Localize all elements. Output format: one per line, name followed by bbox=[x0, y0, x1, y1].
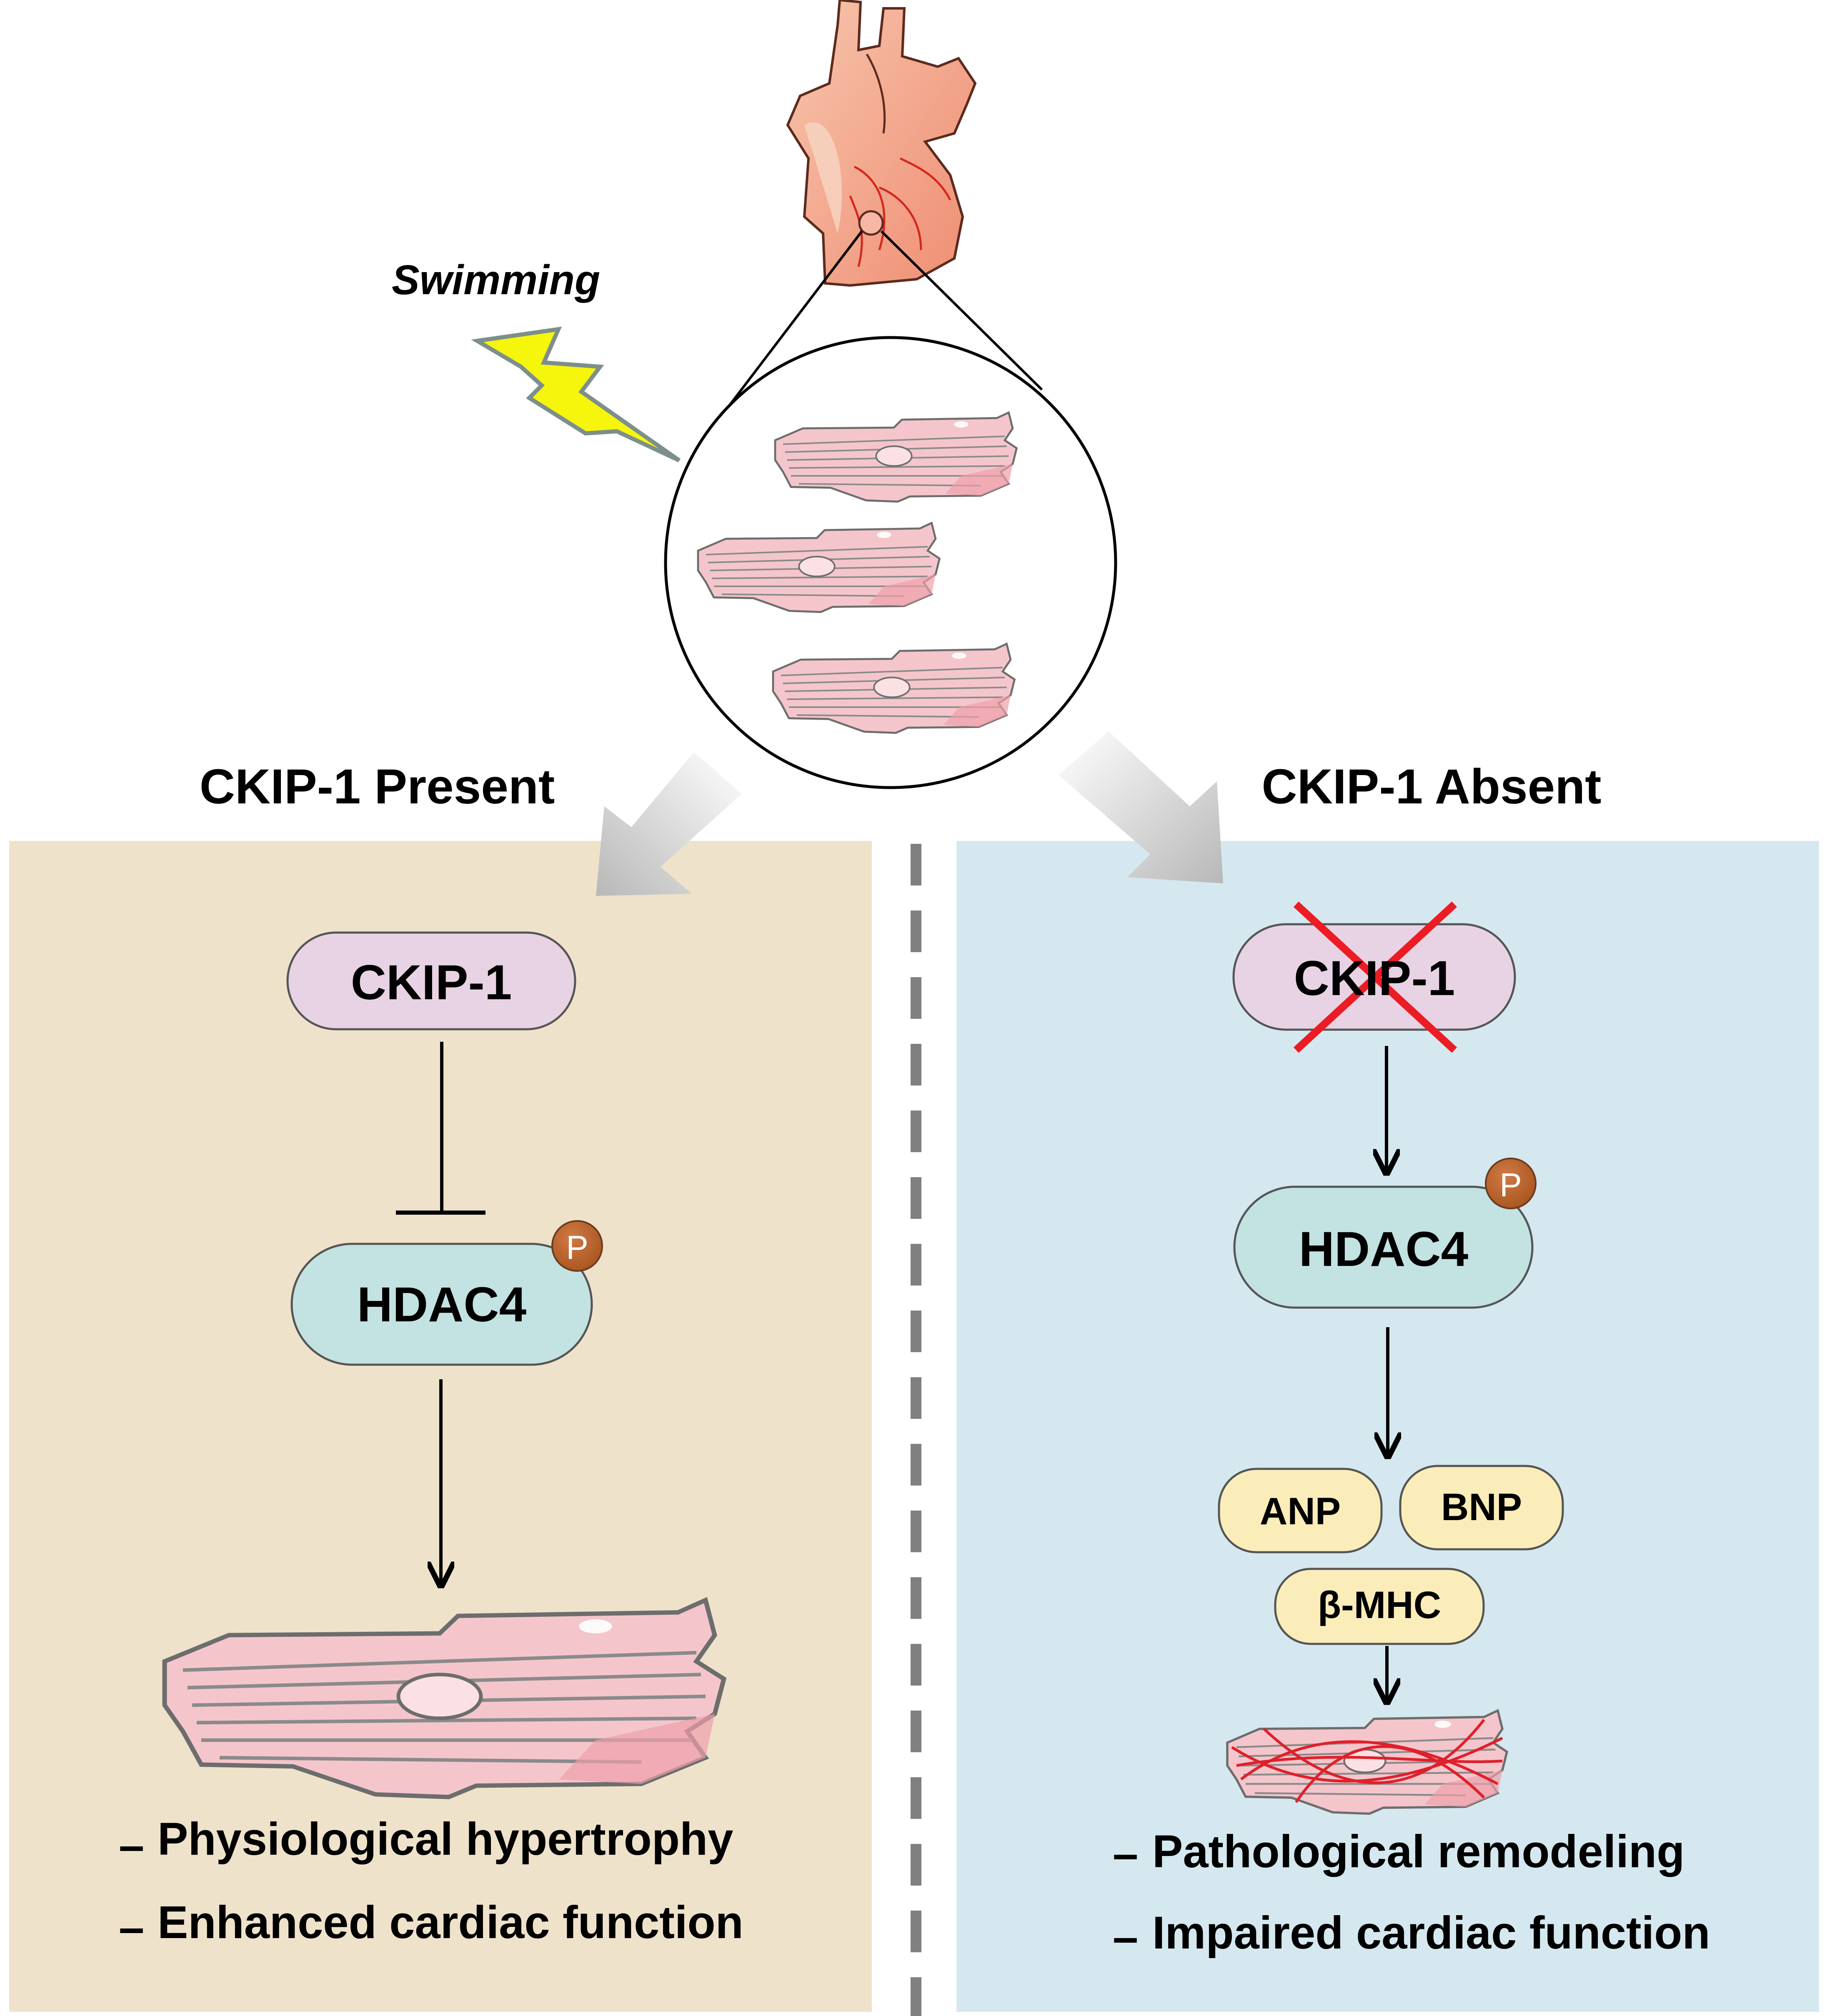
ckip1-box bbox=[286, 931, 576, 1031]
outcome-dash: – bbox=[1113, 1828, 1139, 1879]
outcome-right-1: Pathological remodeling bbox=[1152, 1826, 1685, 1877]
outcome-dash: – bbox=[119, 1820, 145, 1871]
arrow-icon bbox=[596, 752, 742, 896]
cardiomyocyte-icon bbox=[1227, 1711, 1507, 1814]
bnp-label: BNP bbox=[1441, 1486, 1522, 1528]
hdac4-label: HDAC4 bbox=[357, 1277, 527, 1332]
cross-icon bbox=[1293, 901, 1457, 1053]
stimulus-label: Swimming bbox=[392, 257, 601, 303]
hdac4-box bbox=[1233, 1186, 1534, 1309]
anp-box bbox=[1218, 1468, 1383, 1553]
heart-icon bbox=[786, 0, 977, 287]
phospho-badge bbox=[551, 1220, 603, 1272]
outcome-dash: – bbox=[119, 1902, 145, 1953]
lightning-bolt-icon bbox=[471, 326, 681, 463]
phospho-badge bbox=[1485, 1158, 1537, 1209]
right-panel-title: CKIP-1 Absent bbox=[1261, 759, 1602, 814]
ckip1-label: CKIP-1 bbox=[350, 955, 512, 1010]
outcome-dash: – bbox=[1113, 1911, 1139, 1963]
bmhc-box bbox=[1274, 1568, 1485, 1645]
arrow-icon bbox=[1059, 731, 1223, 883]
bmhc-label: β-MHC bbox=[1317, 1584, 1442, 1626]
hdac4-box bbox=[290, 1243, 593, 1366]
left-panel-title: CKIP-1 Present bbox=[199, 759, 555, 814]
anp-label: ANP bbox=[1259, 1490, 1341, 1533]
hdac4-label: HDAC4 bbox=[1299, 1222, 1469, 1277]
phospho-label: P bbox=[1499, 1166, 1522, 1203]
outcome-left-1: Physiological hypertrophy bbox=[158, 1813, 733, 1865]
inhibition-icon bbox=[396, 1042, 486, 1215]
bnp-box bbox=[1399, 1465, 1564, 1551]
ckip1-label: CKIP-1 bbox=[1294, 951, 1455, 1006]
phospho-label: P bbox=[566, 1229, 588, 1266]
outcome-right-2: Impaired cardiac function bbox=[1152, 1907, 1710, 1958]
outcome-left-2: Enhanced cardiac function bbox=[158, 1897, 743, 1948]
